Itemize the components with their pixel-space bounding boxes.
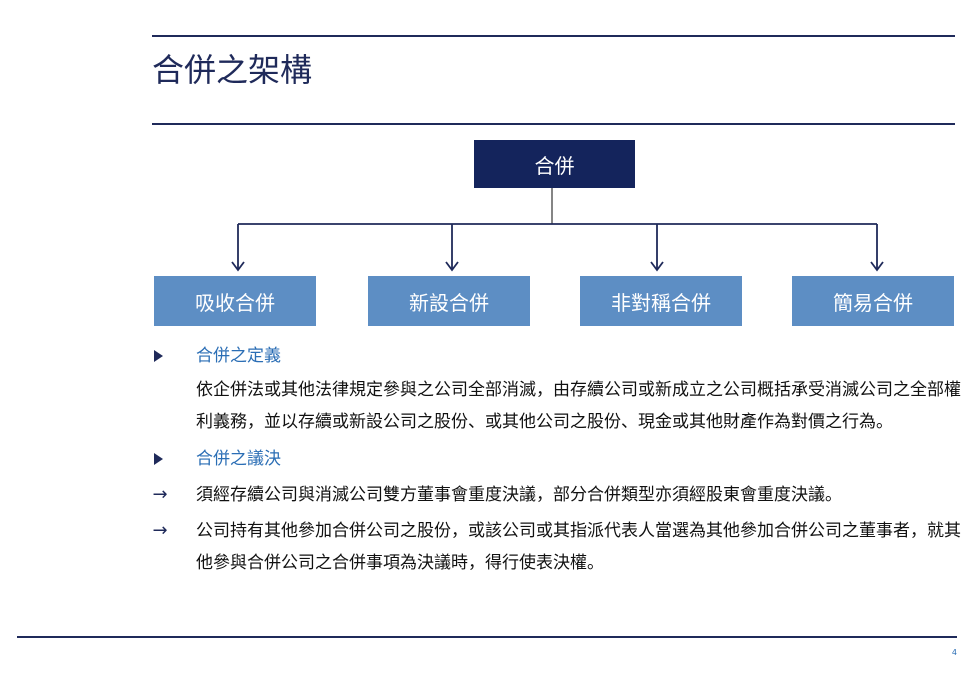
top-rule bbox=[152, 35, 955, 37]
content-area: 合併之定義 依企併法或其他法律規定參與之公司全部消滅，由存續公司或新成立之公司概… bbox=[152, 340, 962, 579]
child-node-consolidation-merger: 新設合併 bbox=[368, 276, 530, 326]
definition-body-row: 依企併法或其他法律規定參與之公司全部消滅，由存續公司或新成立之公司概括承受消滅公… bbox=[152, 374, 962, 438]
child-node-simple-merger: 簡易合併 bbox=[792, 276, 954, 326]
page-number: 4 bbox=[951, 648, 957, 657]
resolution-point-2: 公司持有其他參加合併公司之股份，或該公司或其指派代表人當選為其他參加合併公司之董… bbox=[196, 521, 961, 573]
child-node-absorption-merger: 吸收合併 bbox=[154, 276, 316, 326]
definition-body: 依企併法或其他法律規定參與之公司全部消滅，由存續公司或新成立之公司概括承受消滅公… bbox=[196, 380, 961, 432]
section-heading-definition: 合併之定義 bbox=[196, 346, 281, 366]
triangle-bullet-icon bbox=[152, 340, 168, 362]
branch-arrow-3 bbox=[870, 224, 884, 272]
triangle-bullet-icon bbox=[152, 443, 168, 465]
section-heading-row: 合併之議決 bbox=[152, 443, 962, 475]
title-rule bbox=[152, 123, 955, 125]
child-node-asymmetric-merger: 非對稱合併 bbox=[580, 276, 742, 326]
section-heading-row: 合併之定義 bbox=[152, 340, 962, 372]
arrow-right-icon: → bbox=[152, 520, 168, 541]
arrow-right-icon: → bbox=[152, 484, 168, 505]
root-node-merger: 合併 bbox=[474, 140, 635, 188]
resolution-point-row: → 須經存續公司與消滅公司雙方董事會重度決議，部分合併類型亦須經股東會重度決議。 bbox=[152, 479, 962, 511]
section-heading-resolution: 合併之議決 bbox=[196, 449, 281, 469]
bottom-rule bbox=[17, 636, 957, 638]
branch-arrow-0 bbox=[231, 224, 245, 272]
branch-arrow-2 bbox=[650, 224, 664, 272]
page-title: 合併之架構 bbox=[152, 51, 313, 89]
branch-arrow-1 bbox=[445, 224, 459, 272]
resolution-point-row: → 公司持有其他參加合併公司之股份，或該公司或其指派代表人當選為其他參加合併公司… bbox=[152, 515, 962, 579]
resolution-point-1: 須經存續公司與消滅公司雙方董事會重度決議，部分合併類型亦須經股東會重度決議。 bbox=[196, 485, 842, 505]
